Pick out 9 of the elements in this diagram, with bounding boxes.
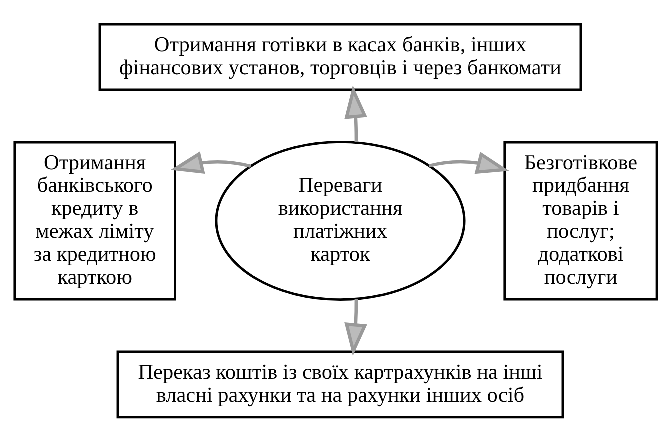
node-box: Отримання готівки в касах банків, інших фінансових установ, торговців і через банкомати xyxy=(98,23,582,92)
arrow xyxy=(170,152,252,174)
arrow xyxy=(428,152,510,174)
node-box: Безготівкове придбання товарів і послуг; додаткові послуги xyxy=(504,141,658,301)
node-box: Переказ коштів із своїх картрахунків на інші власні рахунки та на рахунки інших осіб xyxy=(116,350,564,419)
arrow xyxy=(344,86,368,143)
node-ellipse: Переваги використання платіжних карток xyxy=(215,140,466,302)
node-box: Отримання банківського кредиту в межах ліміту за кредитною карткою xyxy=(14,141,176,301)
arrow xyxy=(344,299,368,356)
